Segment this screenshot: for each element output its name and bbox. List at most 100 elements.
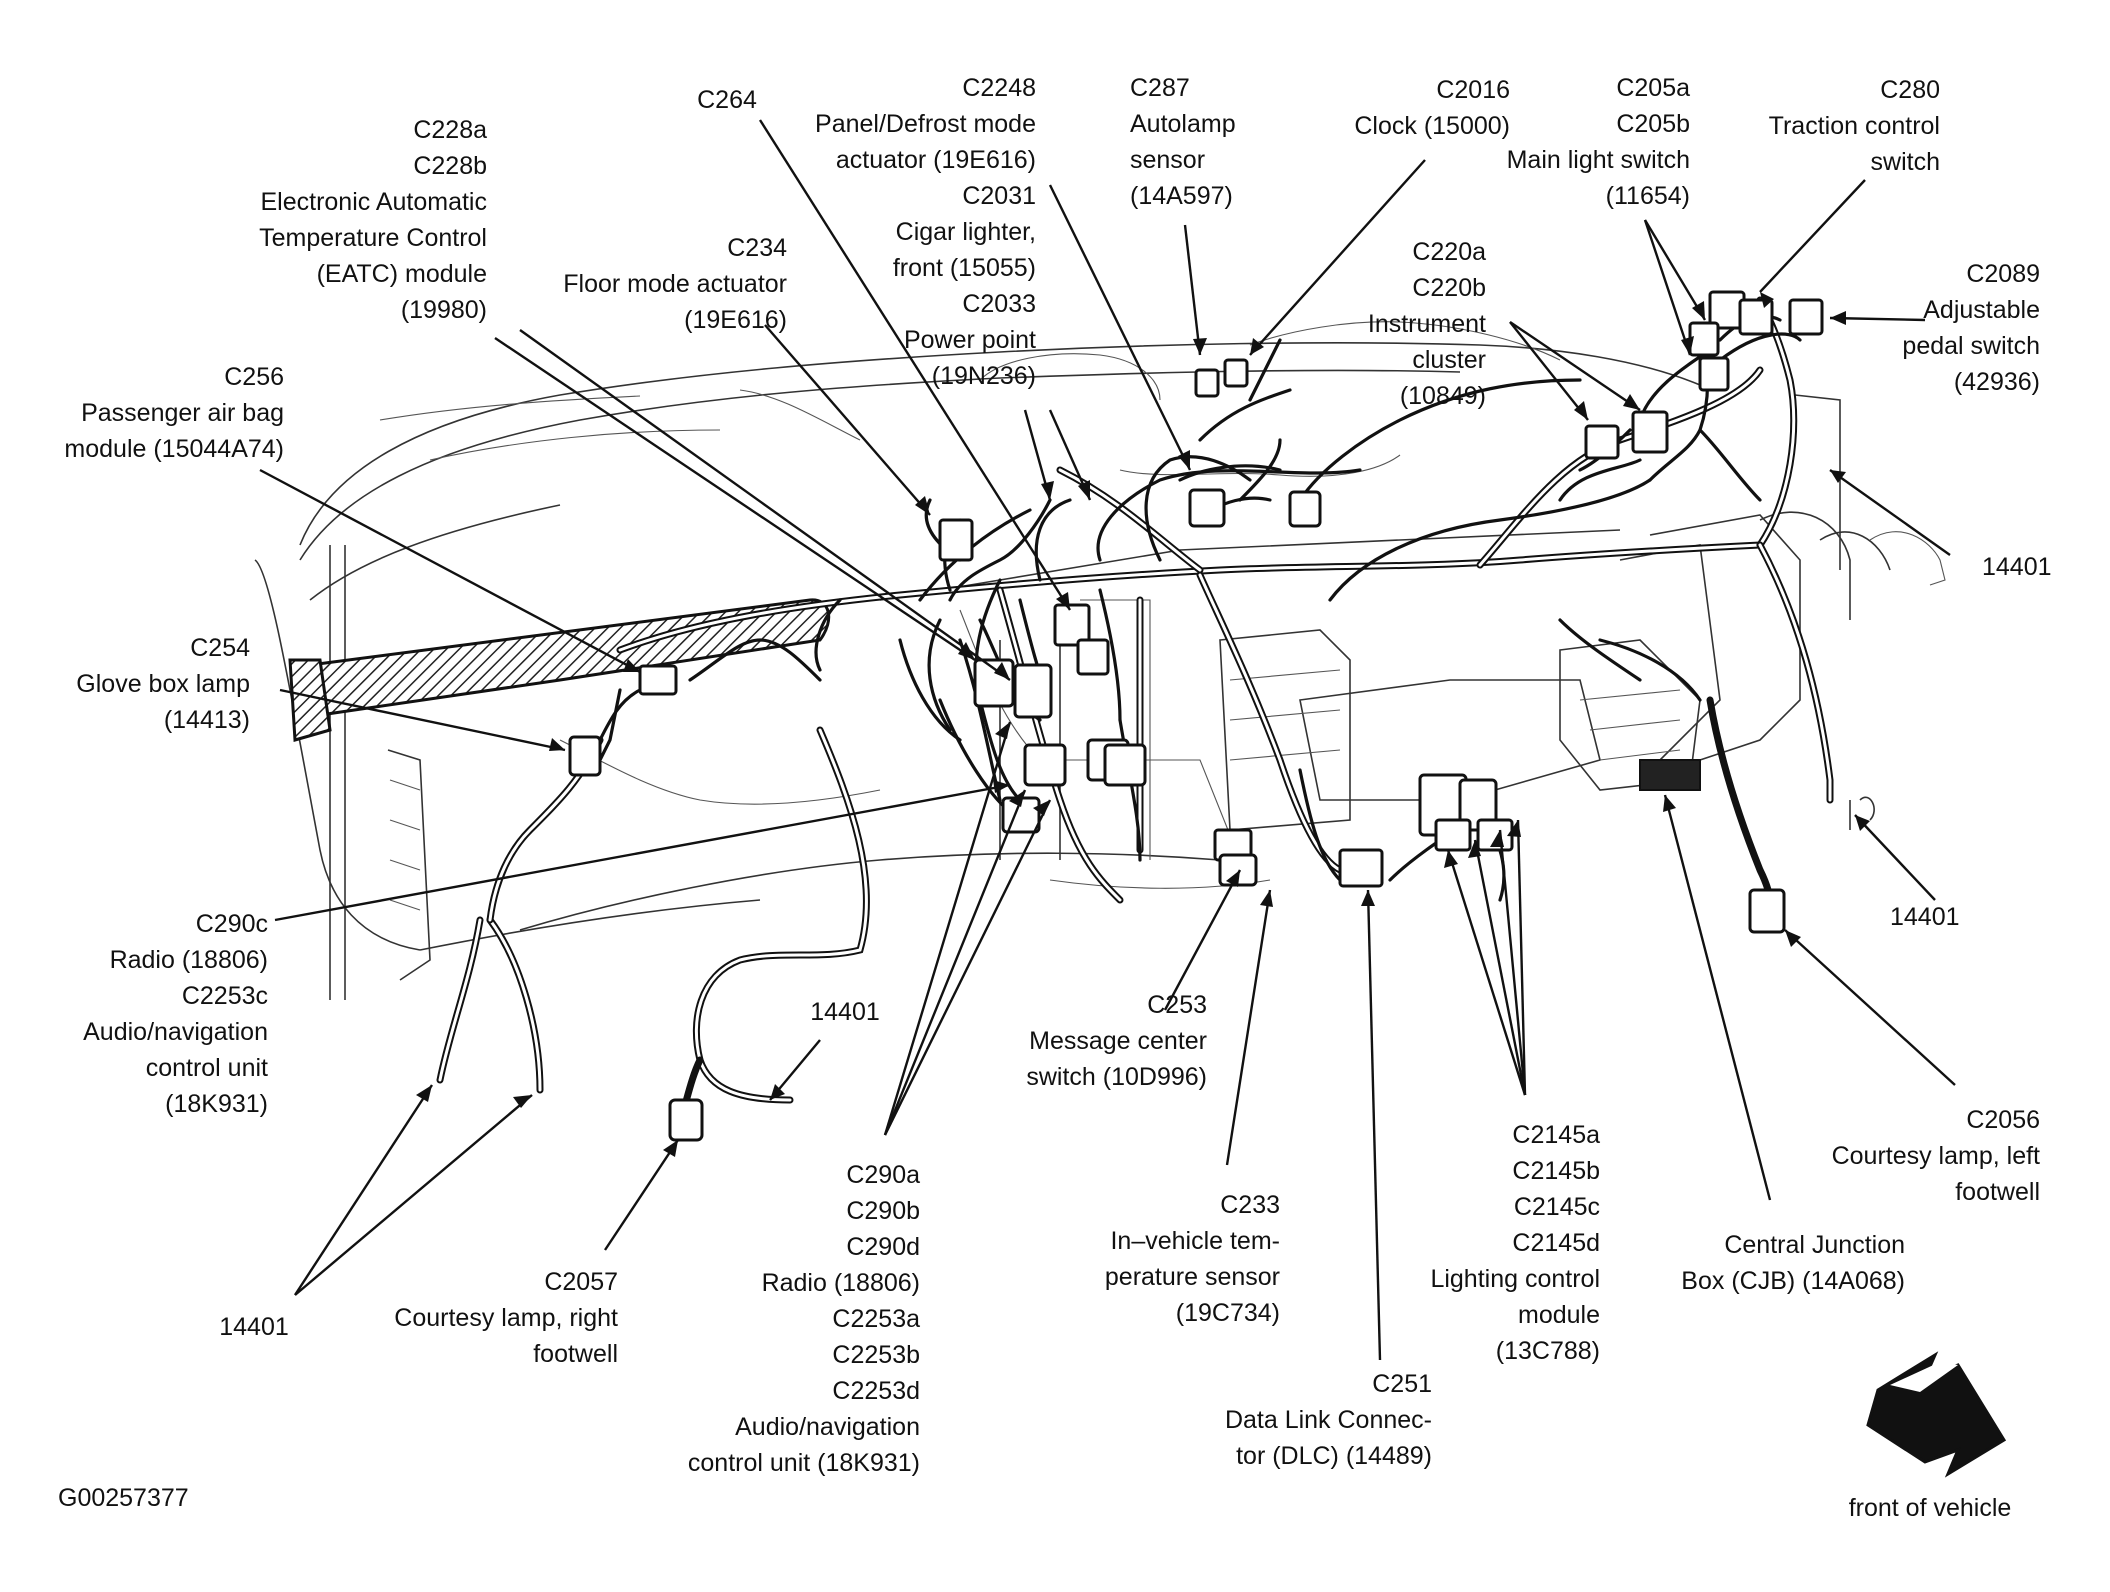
label-line: 14401	[219, 1313, 289, 1341]
label-line: Message center	[1029, 1027, 1207, 1055]
label-line: C254	[190, 634, 250, 662]
label-line: Temperature Control	[259, 224, 487, 252]
label-14401-right-lower: 14401	[1890, 903, 1960, 931]
callout-arrowheads	[416, 292, 1870, 1157]
label-line: C264	[697, 86, 757, 114]
label-line: sensor	[1130, 146, 1205, 174]
label-line: C2031	[962, 182, 1036, 210]
hvac-duct	[288, 598, 831, 742]
label-line: C290d	[846, 1233, 920, 1261]
front-of-vehicle-label: front of vehicle	[1849, 1494, 2012, 1522]
label-line: C2253d	[832, 1377, 920, 1405]
label-line: (14413)	[164, 706, 250, 734]
label-line: (19E616)	[684, 306, 787, 334]
label-line: Data Link Connec-	[1225, 1406, 1432, 1434]
label-line: C2033	[962, 290, 1036, 318]
label-line: C233	[1220, 1191, 1280, 1219]
label-line: tor (DLC) (14489)	[1236, 1442, 1432, 1470]
label-line: C253	[1147, 991, 1207, 1019]
label-14401-right-upper: 14401	[1982, 553, 2052, 581]
label-line: Floor mode actuator	[563, 270, 787, 298]
label-line: C2089	[1966, 260, 2040, 288]
label-line: C2145d	[1512, 1229, 1600, 1257]
label-line: C2253c	[182, 982, 268, 1010]
label-line: C290b	[846, 1197, 920, 1225]
label-line: 14401	[1982, 553, 2052, 581]
label-line: actuator (19E616)	[836, 146, 1036, 174]
label-line: Power point	[904, 326, 1036, 354]
label-line: Audio/navigation	[735, 1413, 920, 1441]
label-line: Glove box lamp	[76, 670, 250, 698]
label-line: Radio (18806)	[110, 946, 268, 974]
label-line: cluster	[1412, 346, 1486, 374]
label-line: C2056	[1966, 1106, 2040, 1134]
label-line: In–vehicle tem-	[1110, 1227, 1280, 1255]
label-line: switch (10D996)	[1026, 1063, 1207, 1091]
label-line: Courtesy lamp, left	[1832, 1142, 2040, 1170]
label-line: C256	[224, 363, 284, 391]
label-line: (10849)	[1400, 382, 1486, 410]
figure-id: G00257377	[58, 1484, 189, 1512]
callout-lines	[259, 119, 1956, 1361]
label-line: C2253a	[832, 1305, 920, 1333]
label-line: Box (CJB) (14A068)	[1681, 1267, 1905, 1295]
label-line: C2248	[962, 74, 1036, 102]
label-line: Lighting control	[1430, 1265, 1600, 1293]
label-line: (13C788)	[1496, 1337, 1600, 1365]
label-line: control unit (18K931)	[688, 1449, 920, 1477]
label-14401-left: 14401	[219, 1313, 289, 1341]
label-line: pedal switch	[1902, 332, 2040, 360]
label-line: C2145a	[1512, 1121, 1600, 1149]
label-line: C2145b	[1512, 1157, 1600, 1185]
label-line: C205b	[1616, 110, 1690, 138]
label-line: footwell	[533, 1340, 618, 1368]
label-line: C205a	[1616, 74, 1690, 102]
label-line: Autolamp	[1130, 110, 1236, 138]
label-line: C234	[727, 234, 787, 262]
label-line: Electronic Automatic	[261, 188, 488, 216]
label-line: 14401	[1890, 903, 1960, 931]
label-line: C228b	[413, 152, 487, 180]
label-line: Panel/Defrost mode	[815, 110, 1036, 138]
label-line: C251	[1372, 1370, 1432, 1398]
label-line: Instrument	[1368, 310, 1486, 338]
label-c264: C264	[697, 86, 757, 114]
label-line: C2016	[1436, 76, 1510, 104]
label-line: module (15044A74)	[64, 435, 284, 463]
label-line: control unit	[146, 1054, 268, 1082]
label-line: C2253b	[832, 1341, 920, 1369]
label-line: Cigar lighter,	[896, 218, 1036, 246]
label-line: C2057	[544, 1268, 618, 1296]
label-line: Audio/navigation	[83, 1018, 268, 1046]
label-line: C287	[1130, 74, 1190, 102]
label-line: C280	[1880, 76, 1940, 104]
label-line: (11654)	[1606, 182, 1690, 210]
label-line: C220b	[1412, 274, 1486, 302]
label-line: C2145c	[1514, 1193, 1600, 1221]
label-line: (EATC) module	[317, 260, 487, 288]
label-line: C228a	[413, 116, 487, 144]
connectors	[568, 290, 1824, 1142]
label-line: (14A597)	[1130, 182, 1233, 210]
label-line: front (15055)	[893, 254, 1036, 282]
label-line: (18K931)	[165, 1090, 268, 1118]
label-line: (42936)	[1954, 368, 2040, 396]
label-line: Passenger air bag	[81, 399, 284, 427]
label-line: switch	[1871, 148, 1940, 176]
